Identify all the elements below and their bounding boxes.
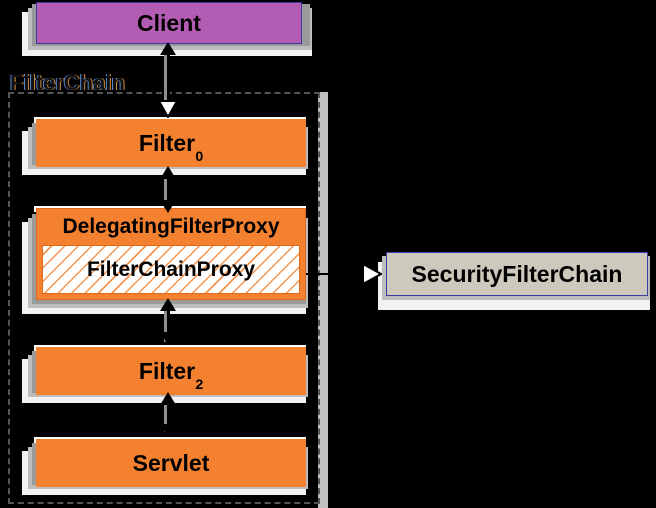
node-delegating-filter-proxy[interactable]: DelegatingFilterProxy FilterChainProxy	[36, 208, 306, 300]
node-security-filter-chain[interactable]: SecurityFilterChain	[386, 252, 648, 296]
dfp-filter2-connector	[167, 304, 170, 342]
filterchain-group-label: FilterChain	[10, 70, 125, 95]
node-filter2[interactable]: Filter2	[36, 347, 306, 395]
node-client-label: Client	[137, 9, 201, 36]
filter0-dfp-arrow-down-icon	[160, 200, 176, 213]
node-filter0-label: Filter0	[138, 129, 204, 165]
fcp-sfc-connector	[306, 273, 368, 275]
dfp-filter2-arrow-up-icon	[160, 298, 176, 311]
filter2-servlet-arrow-down-icon	[160, 424, 176, 437]
node-client[interactable]: Client	[36, 2, 302, 44]
node-servlet-label: Servlet	[132, 449, 210, 476]
dfp-filter2-arrow-down-icon	[160, 332, 176, 345]
node-filter0[interactable]: Filter0	[36, 119, 306, 167]
filter2-servlet-arrow-up-icon	[160, 392, 176, 405]
filterchain-group-shadow	[318, 92, 328, 508]
node-filter-chain-proxy[interactable]: FilterChainProxy	[42, 245, 300, 294]
filter0-dfp-connector	[167, 172, 170, 210]
filter2-servlet-connector	[167, 398, 170, 432]
node-filter0-subscript: 0	[195, 148, 204, 165]
node-filter-chain-proxy-label: FilterChainProxy	[86, 257, 256, 281]
client-filter0-arrow-up-icon	[160, 42, 176, 55]
node-filter2-subscript: 2	[195, 376, 204, 393]
client-filter0-connector	[167, 54, 170, 112]
filter0-dfp-arrow-up-icon	[160, 166, 176, 179]
node-delegating-filter-proxy-label: DelegatingFilterProxy	[62, 215, 280, 238]
node-servlet[interactable]: Servlet	[36, 439, 306, 487]
node-security-filter-chain-label: SecurityFilterChain	[411, 260, 623, 287]
node-filter2-label: Filter2	[138, 357, 204, 393]
client-filter0-arrow-down-icon	[158, 100, 178, 118]
fcp-sfc-arrow-right-icon	[362, 263, 382, 285]
